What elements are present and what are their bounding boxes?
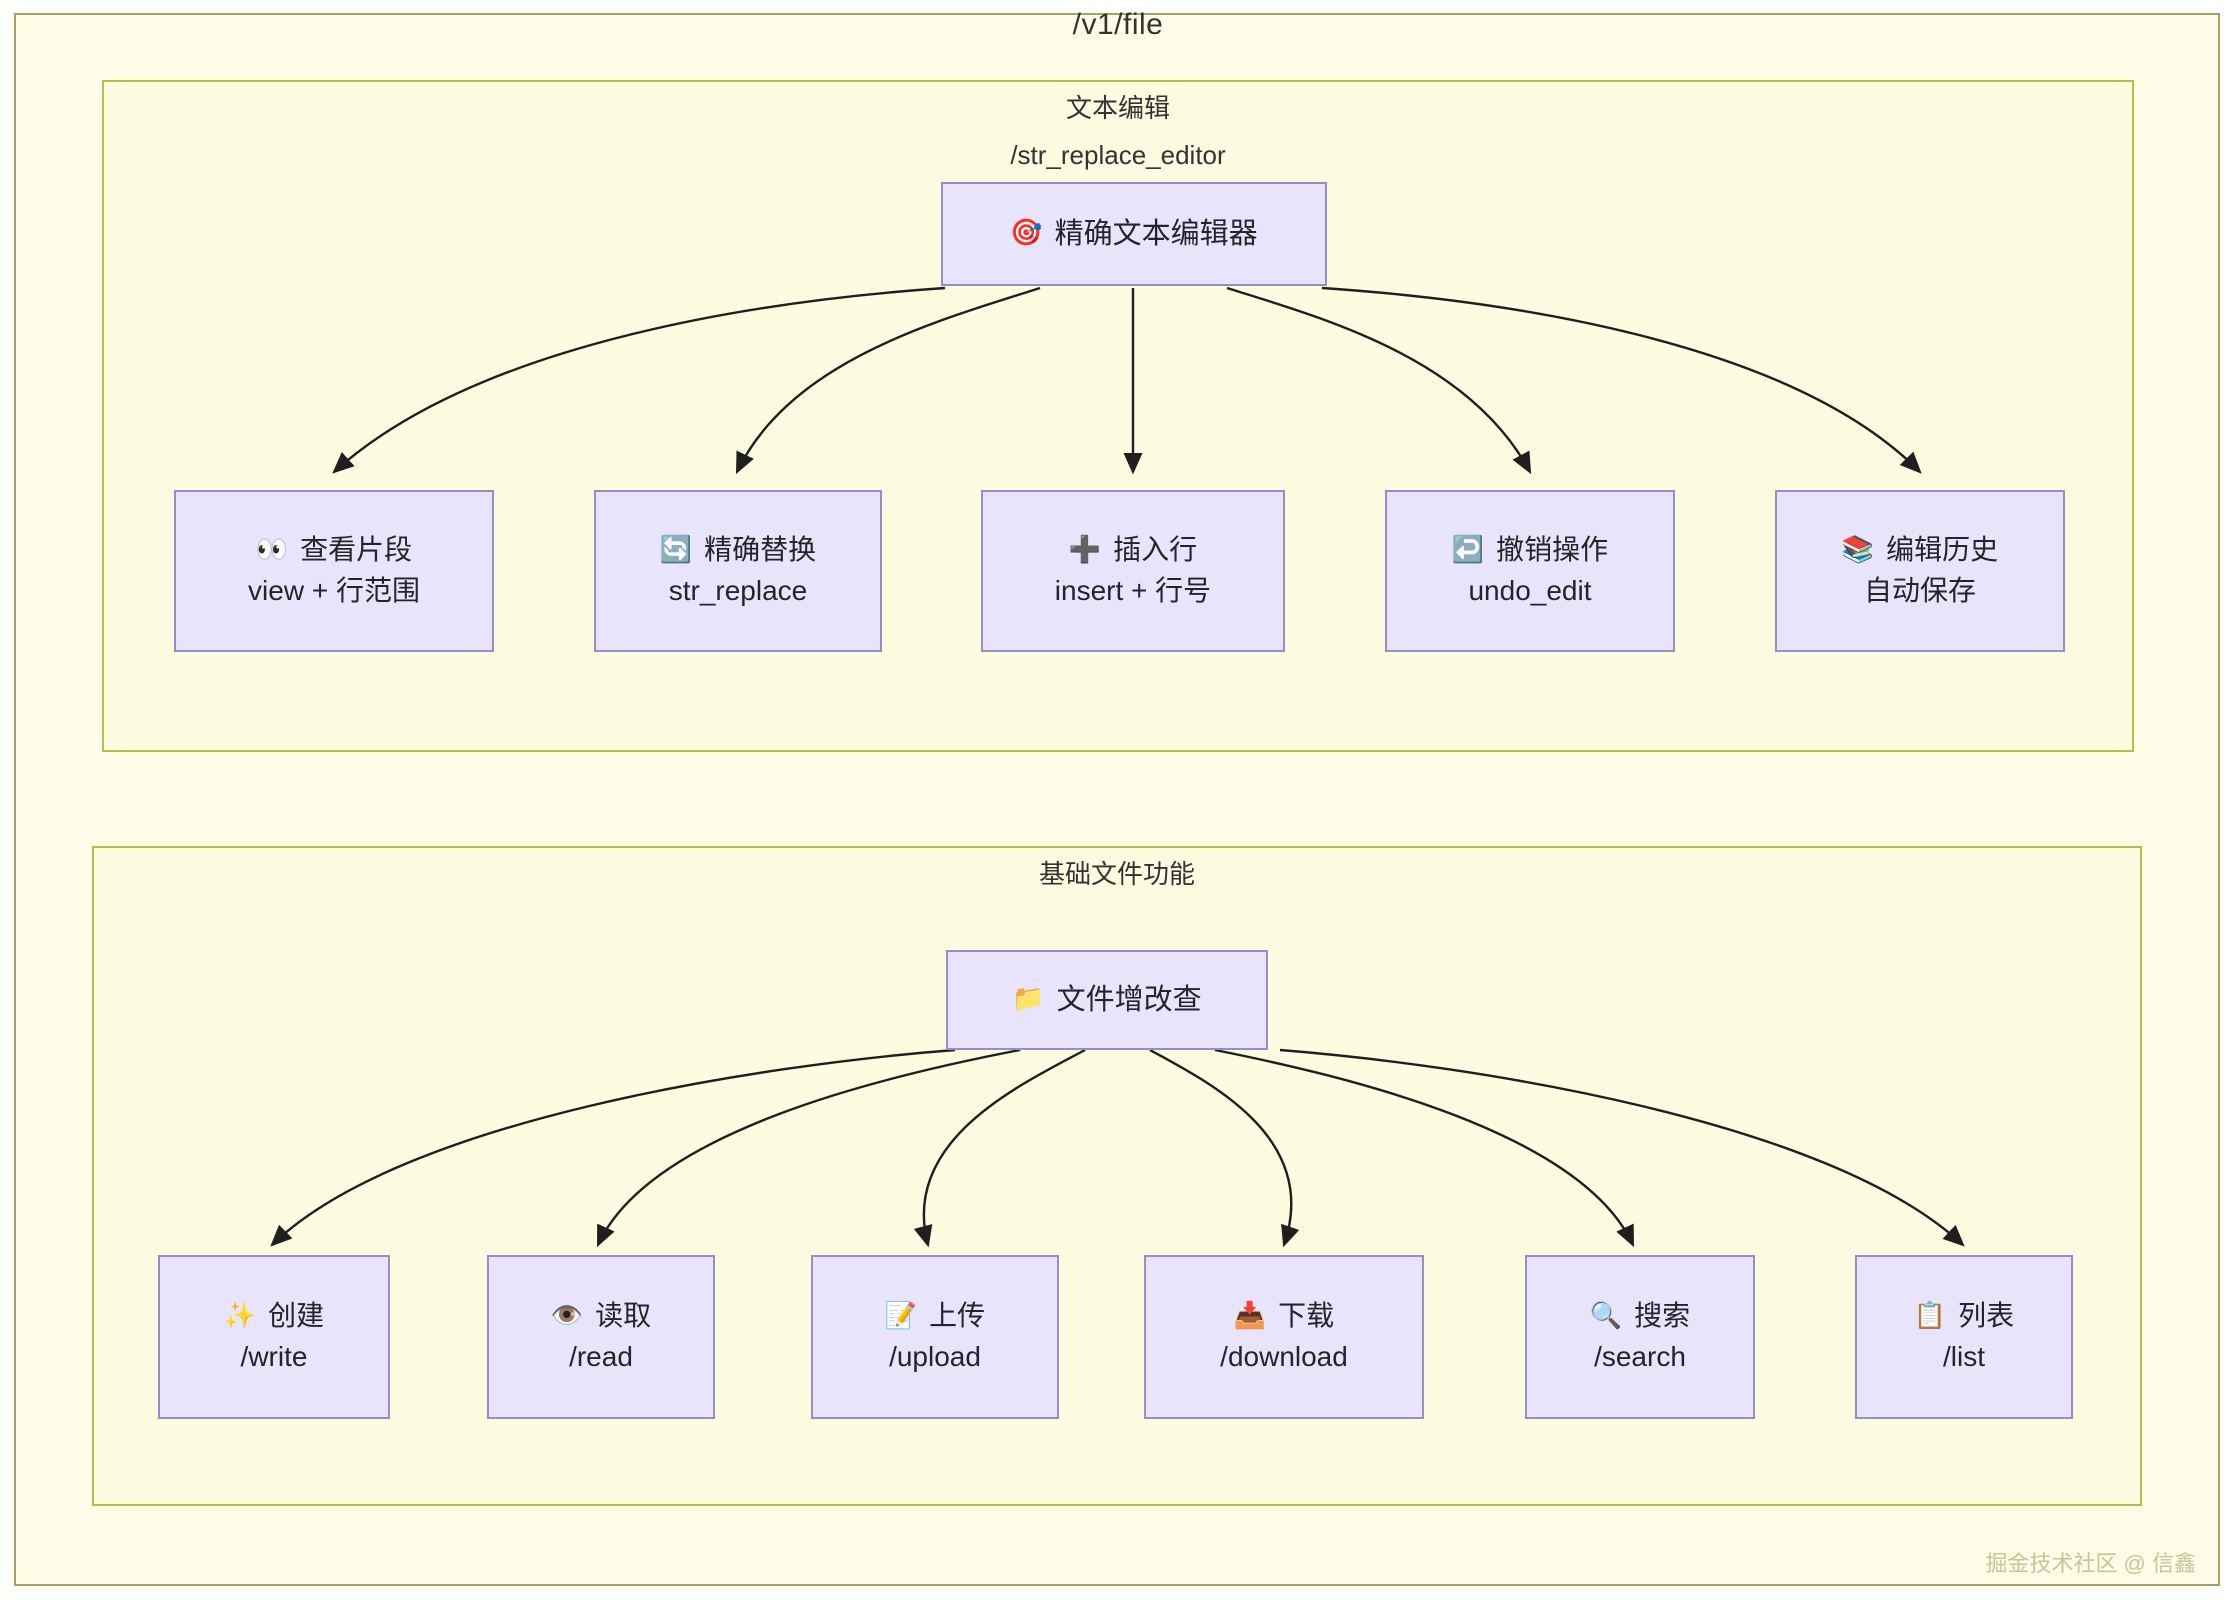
magnifying-glass-icon: 🔍 [1589,1300,1623,1331]
inbox-tray-icon: 📥 [1233,1300,1267,1331]
node-read[interactable]: 👁️ 读取 /read [487,1255,715,1419]
node-create-line1: ✨ 创建 [224,1296,324,1337]
node-read-line1: 👁️ 读取 [551,1296,651,1337]
refresh-icon: 🔄 [659,534,693,565]
node-insert-line[interactable]: ➕ 插入行 insert + 行号 [981,490,1285,652]
node-list-label: 列表 [1958,1300,2015,1332]
eyes-icon: 👀 [255,534,289,565]
node-precise-text-editor-line1: 🎯 精确文本编辑器 [1010,213,1257,255]
node-create-label: 创建 [268,1300,325,1332]
node-read-line2: /read [569,1341,633,1372]
watermark: 掘金技术社区 @ 信鑫 [1985,1551,2196,1576]
node-insert-line-line1: ➕ 插入行 [1069,530,1197,571]
folder-icon: 📁 [1012,984,1045,1015]
sparkles-icon: ✨ [223,1300,257,1331]
node-create-line2: /write [240,1341,308,1372]
node-precise-replace-line1: 🔄 精确替换 [660,530,816,571]
cluster-text-edit-label-line2: /str_replace_editor [1010,140,1226,170]
edge-crud-to-list [1279,1048,1965,1247]
node-edit-history[interactable]: 📚 编辑历史 自动保存 [1775,490,2065,652]
node-upload-line1: 📝 上传 [885,1296,985,1337]
node-download-line1: 📥 下载 [1234,1296,1334,1337]
edge-crud-to-create [270,1048,956,1247]
node-download-label: 下载 [1278,1300,1335,1332]
edge-crud-to-download [1149,1048,1300,1248]
edge-editor-to-undo [1226,286,1532,475]
node-view-snippet-line1: 👀 查看片段 [256,530,412,571]
node-upload-label: 上传 [929,1300,986,1332]
edge-editor-to-replace [735,286,1041,475]
node-file-crud-line1: 📁 文件增改查 [1012,979,1201,1021]
node-view-snippet-label: 查看片段 [300,534,413,566]
node-upload-line2: /upload [889,1341,981,1372]
undo-icon: ↩️ [1451,534,1485,565]
node-edit-history-line1: 📚 编辑历史 [1842,530,1998,571]
page-title: /v1/file [1072,8,1164,41]
node-precise-replace-line2: str_replace [668,575,808,606]
node-search-line1: 🔍 搜索 [1590,1296,1690,1337]
eye-icon: 👁️ [550,1300,584,1331]
node-list[interactable]: 📋 列表 /list [1855,1255,2073,1419]
node-precise-replace[interactable]: 🔄 精确替换 str_replace [594,490,882,652]
edge-editor-to-view [332,286,946,474]
node-view-snippet[interactable]: 👀 查看片段 view + 行范围 [174,490,494,652]
node-list-line2: /list [1943,1341,1985,1372]
edge-crud-to-upload [913,1048,1086,1248]
node-download-line2: /download [1220,1341,1348,1372]
node-undo-operation-label: 撤销操作 [1496,534,1609,566]
node-insert-line-label: 插入行 [1113,534,1198,566]
node-insert-line-line2: insert + 行号 [1054,575,1212,606]
node-undo-operation-line1: ↩️ 撤销操作 [1452,530,1608,571]
memo-icon: 📝 [884,1300,918,1331]
cluster-basic-file-label-line1: 基础文件功能 [1038,859,1195,889]
edge-group-basic-file [270,1048,1965,1248]
cluster-text-edit-label-line1: 文本编辑 [1065,93,1170,123]
node-undo-operation-line2: undo_edit [1468,575,1592,606]
edge-crud-to-search [1214,1048,1635,1248]
node-search-line2: /search [1594,1341,1686,1372]
edge-editor-to-history [1321,286,1922,474]
edge-crud-to-read [596,1048,1021,1248]
node-undo-operation[interactable]: ↩️ 撤销操作 undo_edit [1385,490,1675,652]
node-create[interactable]: ✨ 创建 /write [158,1255,390,1419]
node-file-crud-label: 文件增改查 [1056,983,1202,1016]
node-upload[interactable]: 📝 上传 /upload [811,1255,1059,1419]
node-download[interactable]: 📥 下载 /download [1144,1255,1424,1419]
node-precise-text-editor[interactable]: 🎯 精确文本编辑器 [941,182,1327,286]
node-precise-replace-label: 精确替换 [704,534,817,566]
node-list-line1: 📋 列表 [1914,1296,2014,1337]
node-search[interactable]: 🔍 搜索 /search [1525,1255,1755,1419]
node-edit-history-line2: 自动保存 [1863,575,1976,606]
node-edit-history-label: 编辑历史 [1886,534,1999,566]
clipboard-icon: 📋 [1913,1300,1947,1331]
plus-icon: ➕ [1068,534,1102,565]
node-search-label: 搜索 [1634,1300,1691,1332]
node-view-snippet-line2: view + 行范围 [248,575,420,606]
node-precise-text-editor-label: 精确文本编辑器 [1054,217,1258,250]
edge-group-text-edit [332,286,1922,475]
node-read-label: 读取 [595,1300,652,1332]
target-icon: 🎯 [1010,218,1043,249]
books-icon: 📚 [1841,534,1875,565]
node-file-crud[interactable]: 📁 文件增改查 [946,950,1268,1050]
